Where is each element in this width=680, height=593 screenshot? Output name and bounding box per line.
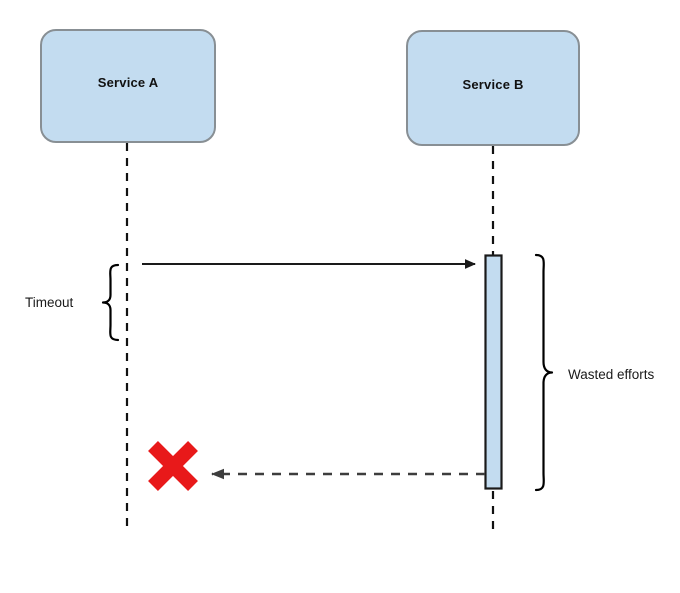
- brace-timeout: [101, 263, 120, 342]
- brace-wasted-efforts: [534, 253, 554, 492]
- activation-bar-service-b[interactable]: [484, 254, 503, 490]
- participant-label-service-b: Service B: [462, 76, 524, 92]
- annotation-label-wasted-efforts: Wasted efforts: [568, 367, 655, 382]
- participant-box-service-a[interactable]: Service A: [40, 29, 216, 143]
- participant-label-service-a: Service A: [97, 74, 159, 90]
- participant-box-service-b[interactable]: Service B: [406, 30, 580, 146]
- annotation-label-timeout: Timeout: [25, 295, 74, 310]
- red-x-icon: [148, 441, 198, 491]
